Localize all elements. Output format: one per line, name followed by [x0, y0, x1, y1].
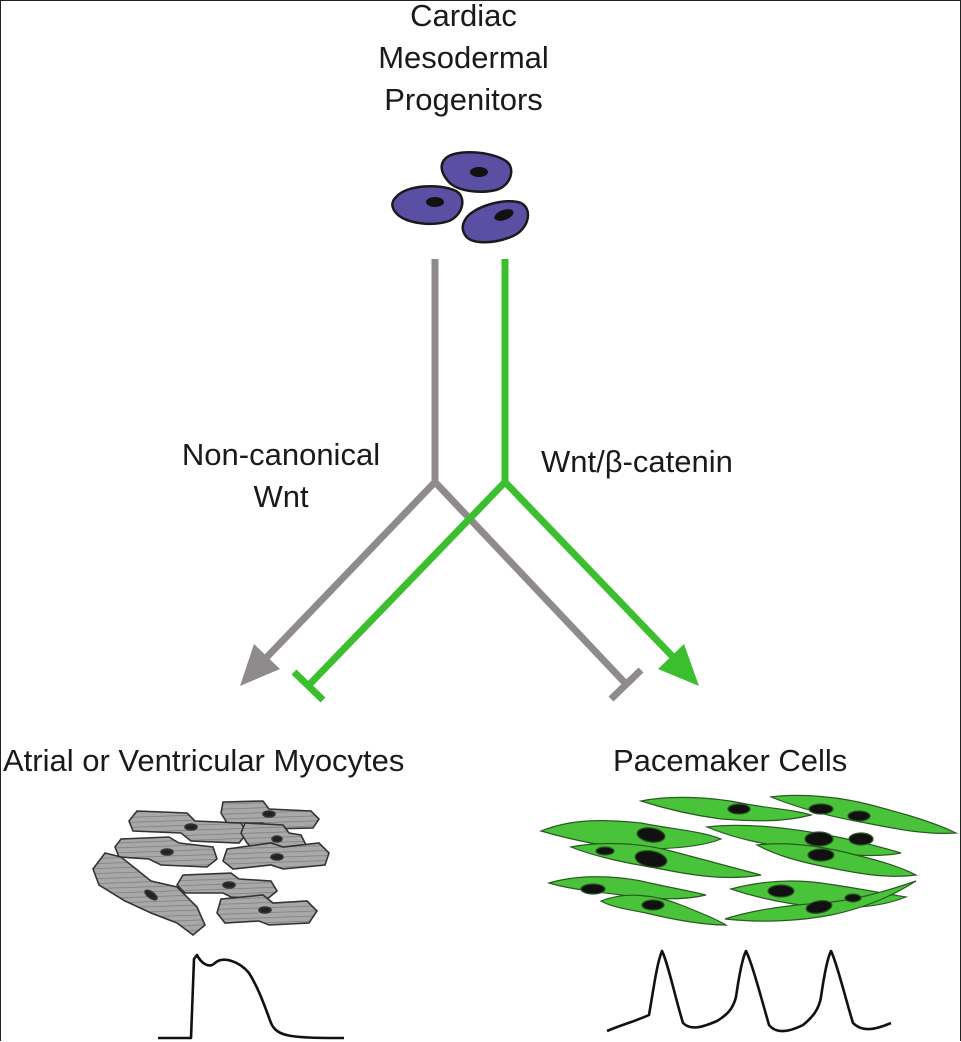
- noncanonical-inhibit-line: [432, 479, 629, 687]
- progenitors-label-line: Mesodermal: [378, 40, 549, 75]
- progenitor-cell-left: [391, 185, 464, 226]
- myocyte-cell: [92, 852, 206, 937]
- noncanonical-arrow-line: [264, 479, 438, 660]
- progenitor-cells-icon: [391, 151, 530, 244]
- noncanonical-arrowhead: [240, 644, 280, 686]
- wnt-beta-catenin-arrowhead: [658, 644, 699, 686]
- myocyte-cells-icon: [92, 800, 330, 937]
- pacemaker-cell: [599, 894, 729, 926]
- noncanonical-wnt-label-line: Non-canonical: [181, 437, 381, 472]
- wnt-beta-catenin-arrow-line: [502, 479, 676, 660]
- pacemaker-cell: [768, 794, 959, 834]
- pacemaker-cells-icon: [539, 794, 959, 926]
- noncanonical-wnt-label: Non-canonical Wnt: [156, 434, 406, 518]
- progenitor-cell-right: [461, 199, 530, 244]
- noncanonical-wnt-label-line: Wnt: [253, 479, 309, 514]
- myocyte-cell: [222, 842, 330, 870]
- noncanonical-inhibit-bar: [608, 667, 644, 702]
- wnt-beta-catenin-inhibit-bar: [291, 669, 326, 703]
- wnt-beta-catenin-pathway: [291, 259, 699, 703]
- pacemaker-cell: [755, 843, 918, 877]
- pacemaker-cell: [546, 876, 707, 900]
- myocyte-cell: [128, 810, 248, 844]
- myocyte-cell: [114, 836, 218, 868]
- pacemaker-cell: [568, 842, 762, 879]
- pacemaker-cell: [539, 820, 723, 850]
- wnt-beta-catenin-inhibit-line: [305, 479, 508, 689]
- myocyte-cell: [216, 894, 319, 926]
- progenitors-label-line: Progenitors: [384, 82, 543, 117]
- noncanonical-pathway: [240, 259, 644, 702]
- progenitor-cell-top: [440, 151, 513, 193]
- myocytes-label: Atrial or Ventricular Myocytes: [3, 743, 405, 778]
- pacemaker-action-potential-icon: [606, 949, 892, 1033]
- plateau-action-potential-icon: [158, 953, 345, 1040]
- wnt-beta-catenin-label: Wnt/β-catenin: [541, 444, 733, 479]
- pacemaker-cell: [724, 880, 917, 922]
- progenitors-label-line: Cardiac: [410, 0, 517, 33]
- progenitors-label: Cardiac Mesodermal Progenitors: [331, 0, 596, 121]
- pacemaker-cells-label: Pacemaker Cells: [613, 743, 848, 778]
- pacemaker-cell: [638, 796, 814, 822]
- myocyte-cell: [220, 800, 321, 830]
